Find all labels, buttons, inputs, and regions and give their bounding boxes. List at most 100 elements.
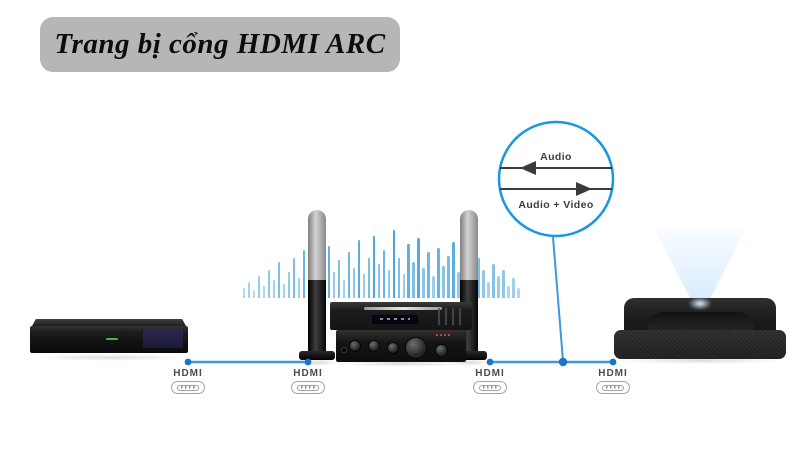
cable-junction-dot	[558, 357, 568, 367]
left-tower-speaker	[299, 210, 335, 360]
equalizer-bar	[352, 268, 356, 298]
equalizer-bar	[407, 244, 410, 298]
bluray-display-panel	[143, 329, 183, 348]
equalizer-bar	[332, 272, 336, 298]
hdmi-connector-icon	[171, 381, 205, 394]
cable-endpoint-dot	[184, 358, 192, 366]
equalizer-bar	[452, 242, 455, 298]
hdmi-port-receiver-in: HDMI	[291, 368, 325, 394]
hdmi-label: HDMI	[475, 368, 505, 379]
hdmi-pins-icon	[297, 384, 319, 391]
stereo-amplifier	[336, 330, 466, 362]
bluray-power-led	[106, 338, 118, 340]
hdmi-label: HDMI	[598, 368, 628, 379]
left-arrowhead-icon	[520, 161, 536, 175]
equalizer-bar	[257, 276, 261, 298]
right-arrowhead-icon	[576, 182, 592, 196]
equalizer-bar	[512, 278, 515, 298]
equalizer-bar	[447, 256, 450, 298]
equalizer-bar	[482, 270, 485, 298]
projector-shadow	[618, 357, 784, 364]
bluray-shadow	[34, 354, 186, 361]
hdmi-port-bluray: HDMI	[171, 368, 205, 394]
audio-video-flow-label: Audio + Video	[518, 199, 593, 211]
cd-buttons	[438, 308, 466, 325]
equalizer-bar	[397, 258, 400, 298]
hdmi-label: HDMI	[173, 368, 203, 379]
left-speaker-cabinet	[308, 280, 326, 352]
left-speaker-shadow	[296, 359, 338, 366]
projector-lens-glow	[688, 297, 712, 310]
amplifier-shadow	[336, 360, 466, 367]
right-speaker-base	[451, 351, 487, 360]
equalizer-bar	[347, 252, 351, 298]
equalizer-bar	[277, 262, 281, 298]
hdmi-connector-icon	[473, 381, 507, 394]
hdmi-connector-icon	[291, 381, 325, 394]
equalizer-bar	[432, 276, 435, 298]
equalizer-bar	[427, 252, 430, 298]
equalizer-bar	[337, 260, 341, 298]
equalizer-bar	[502, 270, 505, 298]
equalizer-bar	[327, 246, 331, 298]
equalizer-bar	[267, 270, 271, 298]
audio-flow-label: Audio	[540, 151, 572, 163]
equalizer-bar	[442, 266, 445, 298]
equalizer-bar	[392, 230, 395, 298]
right-speaker-shadow	[448, 359, 490, 366]
equalizer-bar	[367, 258, 370, 298]
equalizer-bar	[247, 282, 251, 298]
title-banner: Trang bị cổng HDMI ARC	[40, 17, 400, 72]
amp-knob-1	[350, 341, 360, 351]
equalizer-bar	[262, 286, 266, 298]
bluray-player	[30, 326, 188, 353]
equalizer-bar	[272, 280, 276, 298]
hdmi-port-projector: HDMI	[596, 368, 630, 394]
arc-flow-circle	[497, 120, 615, 238]
hdmi-pins-icon	[177, 384, 199, 391]
amp-volume-knob	[406, 338, 426, 358]
cd-disc-slot	[364, 307, 442, 310]
hdmi-pins-icon	[479, 384, 501, 391]
hdmi-port-receiver-out: HDMI	[473, 368, 507, 394]
projector-light-beam	[654, 228, 746, 308]
equalizer-bar	[302, 250, 306, 298]
equalizer-bar	[417, 238, 420, 298]
equalizer-bar	[412, 262, 415, 298]
equalizer-bar	[457, 272, 460, 298]
equalizer-bar	[357, 240, 361, 298]
amp-knob-4	[436, 345, 447, 356]
projector-speaker-grille	[614, 330, 786, 359]
left-speaker-base	[299, 351, 335, 360]
equalizer-bar	[382, 250, 385, 298]
hdmi-connector-icon	[596, 381, 630, 394]
equalizer-bar	[437, 248, 440, 298]
equalizer-bar	[422, 268, 425, 298]
equalizer-bar	[487, 282, 490, 298]
equalizer-bar	[517, 288, 520, 298]
cd-player	[330, 302, 472, 330]
equalizer-bar	[243, 288, 246, 298]
equalizer-bar	[362, 274, 366, 298]
equalizer-bar	[297, 278, 301, 298]
equalizer-bar	[507, 286, 510, 298]
equalizer-bar	[342, 280, 346, 298]
equalizer-bar	[282, 284, 286, 298]
right-speaker-grille	[460, 210, 478, 280]
equalizer-bar	[387, 270, 390, 298]
page-title: Trang bị cổng HDMI ARC	[54, 28, 386, 60]
amp-knob-3	[388, 343, 398, 353]
callout-connector-line	[552, 236, 564, 362]
hdmi-label: HDMI	[293, 368, 323, 379]
amp-knob-2	[369, 341, 379, 351]
equalizer-bar	[287, 272, 291, 298]
amp-indicator-leds	[436, 334, 450, 336]
projector-lens-housing	[648, 312, 754, 332]
left-speaker-grille	[308, 210, 326, 280]
cd-display	[372, 315, 418, 324]
equalizer-bar	[402, 274, 405, 298]
equalizer-bar	[477, 258, 480, 298]
cable-endpoint-dot	[609, 358, 617, 366]
equalizer-bar	[252, 290, 256, 298]
